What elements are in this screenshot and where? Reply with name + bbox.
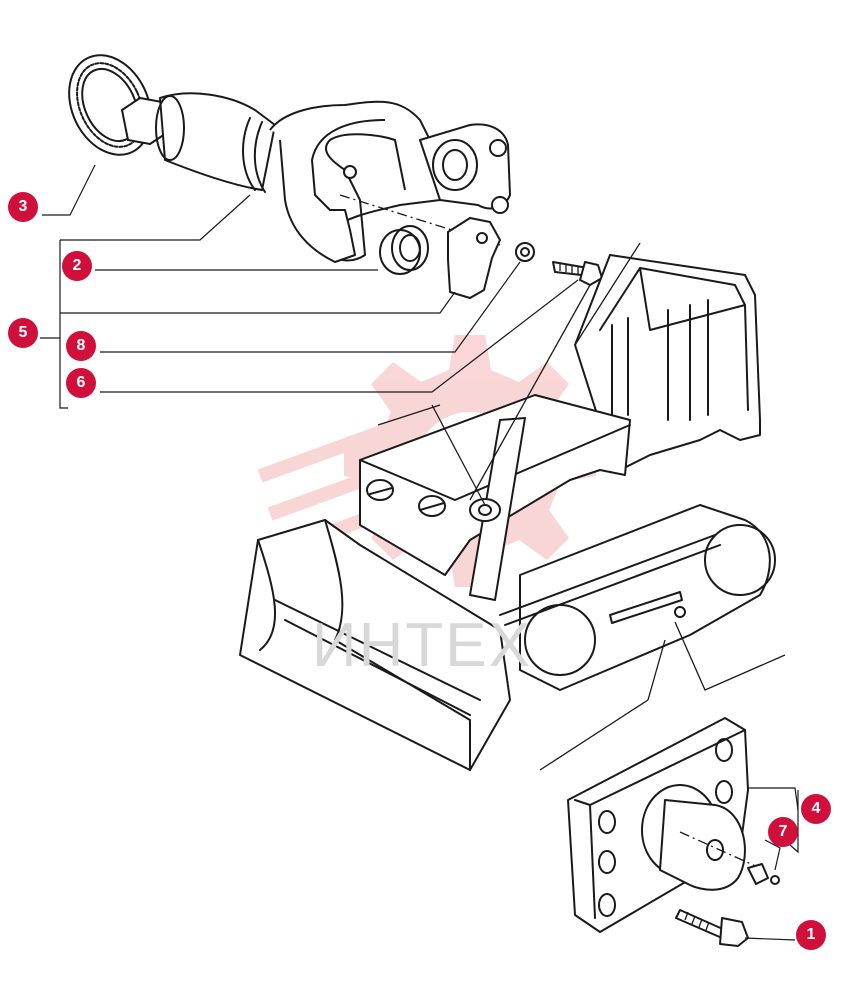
callout-5[interactable]: 5 <box>8 318 38 348</box>
leader-lines <box>40 164 799 941</box>
pivot-mount-drawing <box>567 717 780 947</box>
callout-1[interactable]: 1 <box>796 920 826 950</box>
callout-6[interactable]: 6 <box>66 368 96 398</box>
coupling-assembly-drawing <box>68 54 603 299</box>
callout-8[interactable]: 8 <box>66 331 96 361</box>
callout-7[interactable]: 7 <box>768 817 798 847</box>
callout-3[interactable]: 3 <box>8 192 38 222</box>
watermark-text: ИНТЕХ <box>312 611 532 680</box>
callout-2[interactable]: 2 <box>62 251 92 281</box>
dozer-drawing <box>239 242 786 771</box>
callout-4[interactable]: 4 <box>801 794 831 824</box>
